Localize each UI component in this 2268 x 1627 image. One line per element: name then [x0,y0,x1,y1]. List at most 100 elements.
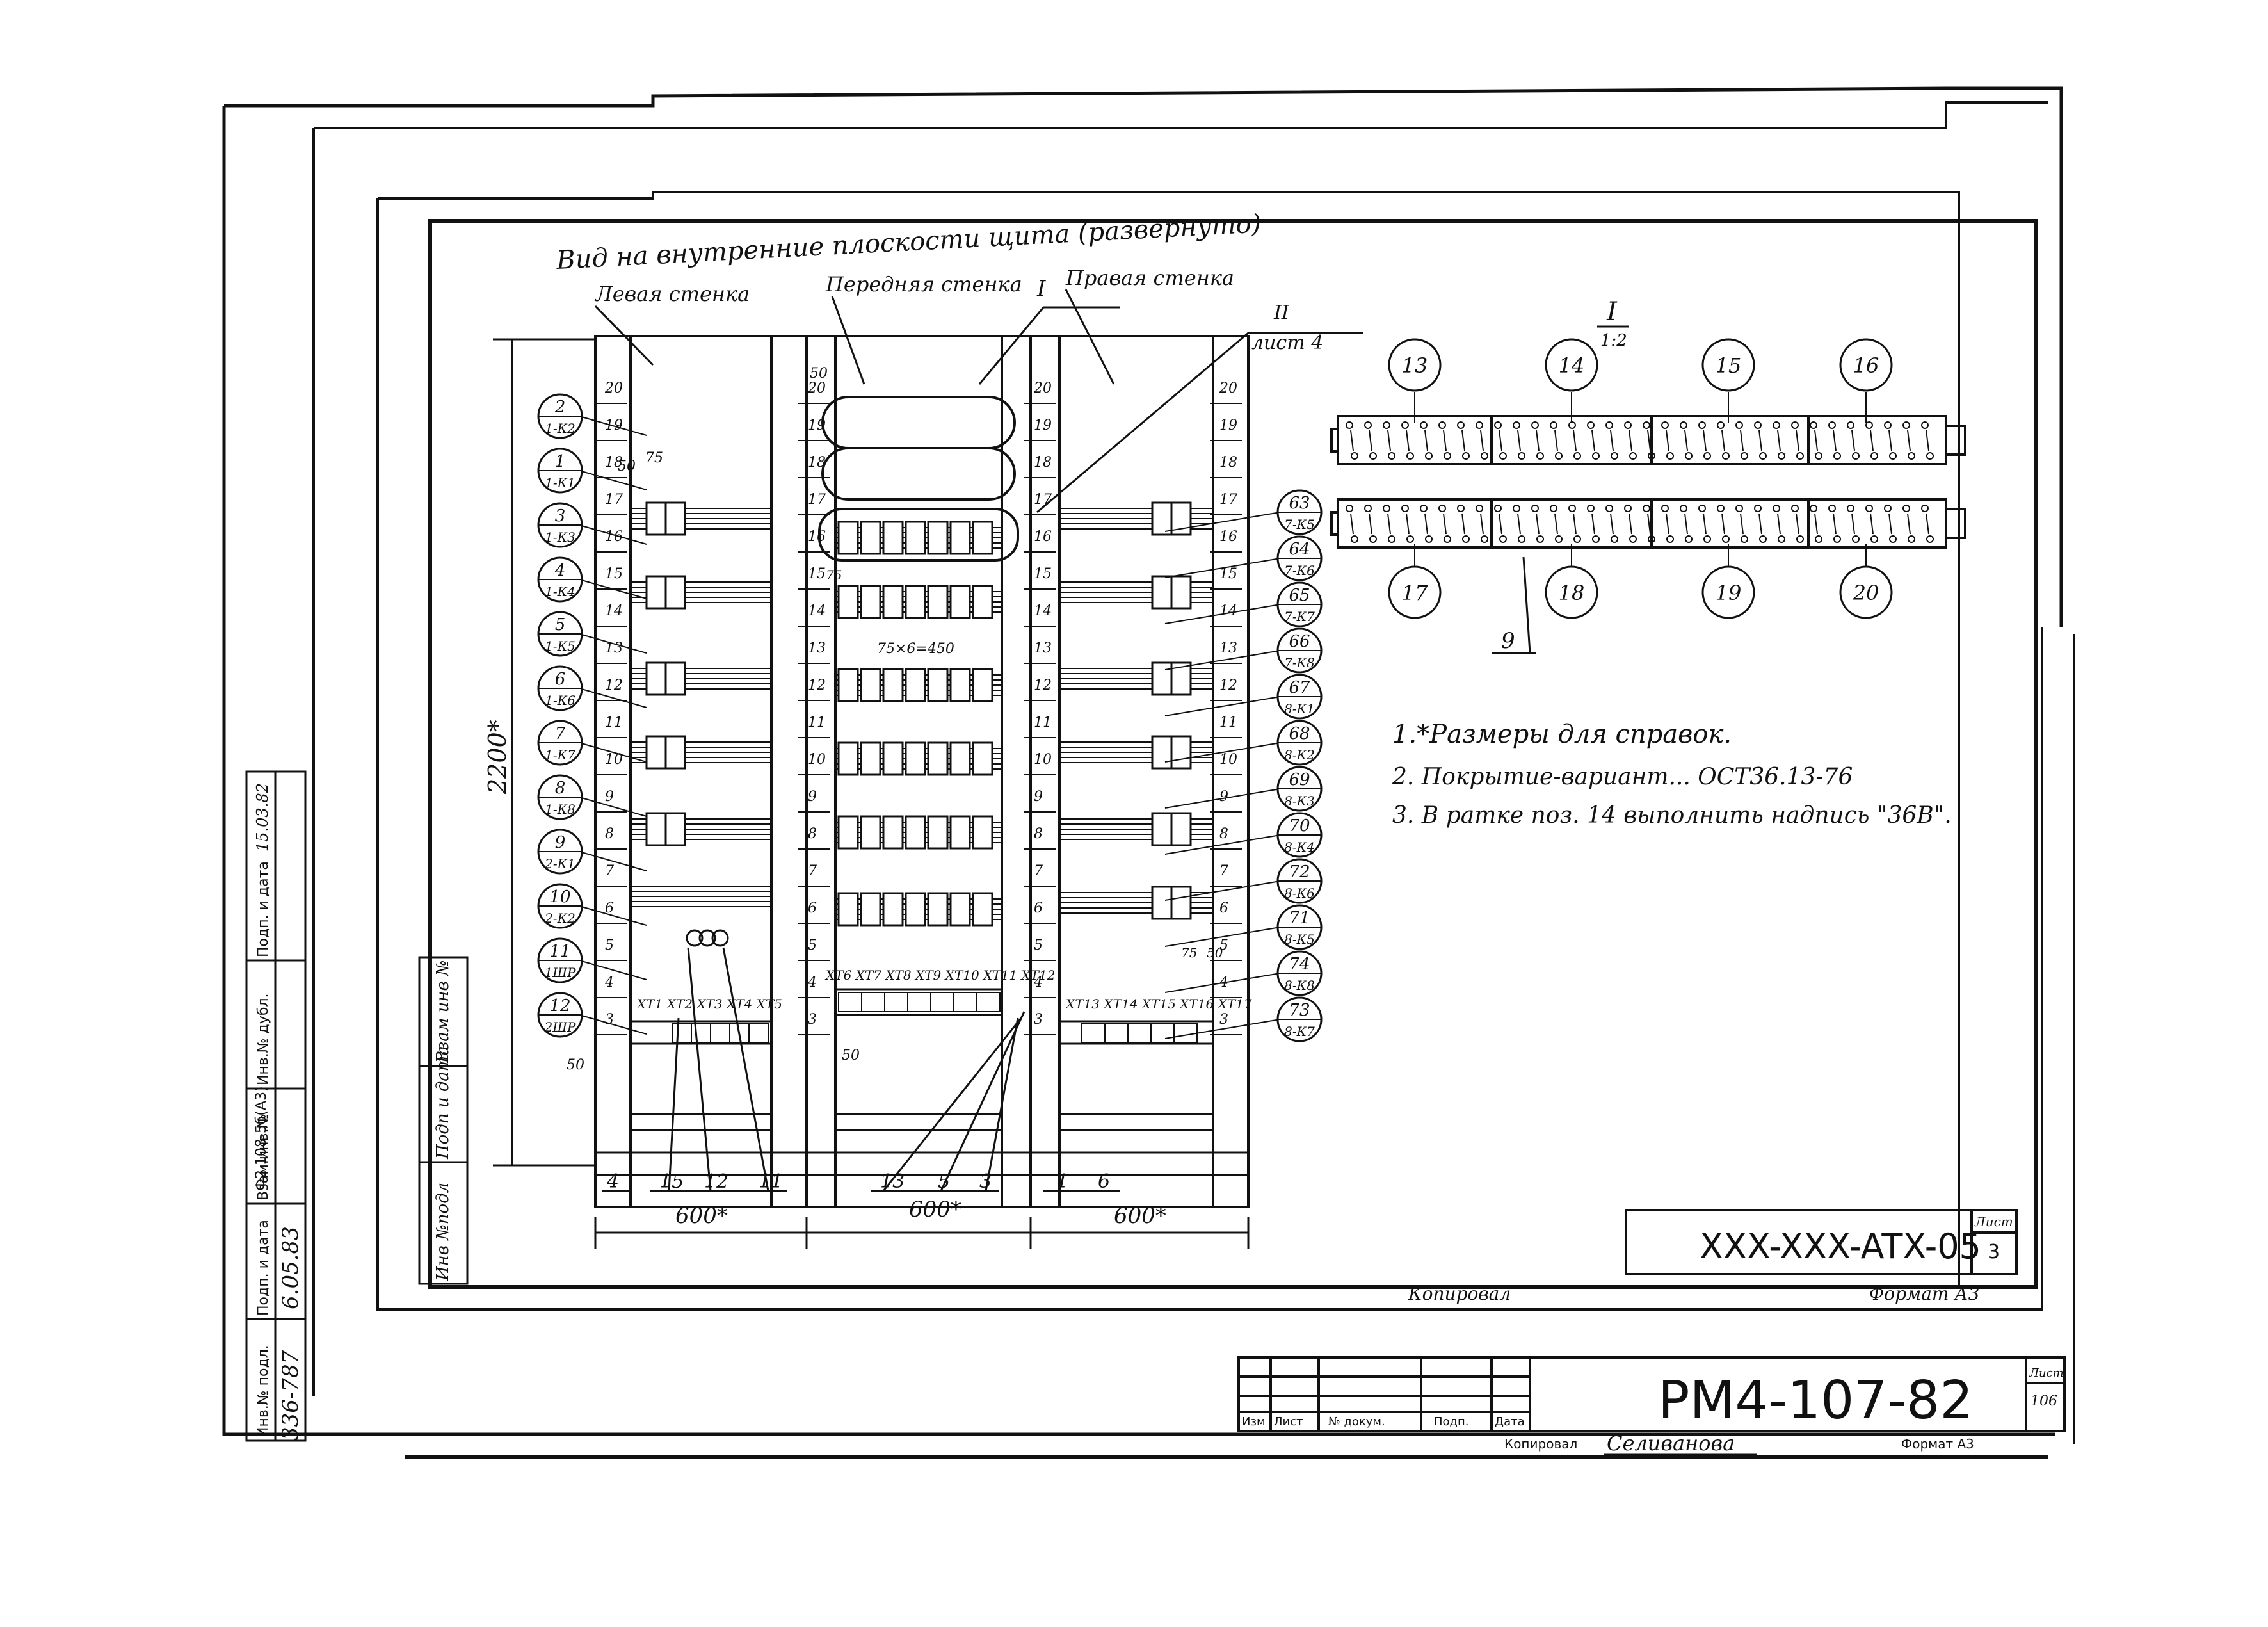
balloon-leader [1164,650,1281,670]
relay-box [645,661,667,696]
balloon-leader [1164,927,1281,947]
row-number: 12 [808,677,826,693]
terminal-mark [1499,430,1502,451]
relay-box [927,668,949,702]
terminal-mark [1647,430,1651,451]
note-1: 1.*Размеры для справок. [1392,720,1732,749]
terminal-mark [1480,513,1484,535]
terminal-block [1104,1023,1129,1043]
relay-box [949,585,971,619]
inner-stamp-code: XXX-XXX-ATX-05 [1700,1226,1981,1267]
terminal-mark [1851,430,1855,451]
terminal-screw [1791,505,1799,512]
terminal-screw [1703,452,1711,460]
row-number: 13 [1219,640,1237,656]
row-number: 9 [605,789,614,805]
terminal-screw [1364,421,1372,429]
terminal-screw [1833,452,1841,460]
terminal-mark [1907,430,1911,451]
row-number: 16 [1034,529,1052,545]
terminal-screw [1865,421,1873,429]
terminal-screw [1605,505,1613,512]
row-number: 18 [1219,455,1237,471]
balloon-number: 68 [1289,724,1310,743]
terminal-screw [1401,505,1409,512]
terminal-block [1127,1023,1152,1043]
terminal-block [691,1023,711,1043]
relay-box [860,585,881,619]
relay-box [949,668,971,702]
balloon-number: 7 [555,724,566,743]
terminal-screw [1406,452,1414,460]
terminal-mark [1814,513,1818,535]
detail-circle-bottom [1388,565,1442,619]
relays-left [631,501,771,1043]
balloon-code: 8-К4 [1284,839,1315,855]
terminal-mark [1517,513,1521,535]
terminal-block [953,992,977,1012]
frames [222,86,2075,1459]
pos-3: 3 [979,1170,992,1193]
row-number: 19 [1034,417,1052,433]
row-number: 7 [1034,863,1043,879]
row-number: 13 [605,640,623,656]
relay-box [1151,886,1173,920]
terminal-mark [1833,430,1837,451]
terminal-screw [1778,535,1785,543]
dim-50-bf: 50 [842,1048,860,1064]
row-number: 6 [1034,900,1043,916]
inner-stamp-format: Формат А3 [1869,1283,1979,1304]
sheet-ref-label: лист 4 [1251,332,1323,354]
relay-box [949,741,971,776]
relay-box [972,815,993,850]
inner-side-cell-1: Инв №подл [433,1183,453,1281]
terminal-mark [1629,513,1632,535]
terminal-screw [1828,505,1836,512]
terminal-screw [1457,505,1465,512]
terminal-screw [1735,505,1743,512]
terminal-screw [1698,505,1706,512]
row-number: 11 [808,715,826,731]
row-number: 5 [808,937,817,953]
width-dim-left: 600* [675,1203,728,1229]
balloon-number: 6 [555,670,566,689]
terminal-screw [1661,505,1669,512]
terminal-screw [1536,452,1544,460]
outer-side-value-2: 6.05.83 [278,1226,303,1309]
relay-box [837,668,859,702]
terminal-screw [1351,452,1358,460]
terminal-mark [1461,430,1465,451]
terminal-screw [1685,535,1693,543]
row-number: 8 [605,826,614,842]
terminal-mark [1517,430,1521,451]
terminal-mark [1647,513,1651,535]
balloon-number: 72 [1289,862,1310,882]
pos-6: 6 [1098,1170,1110,1193]
terminal-screw [1908,452,1915,460]
terminal-screw [1828,421,1836,429]
terminal-mark [1721,430,1725,451]
balloon-code: 1-К3 [545,530,575,545]
relay-box [972,521,993,555]
row-number: 7 [605,863,614,879]
panel-right [1029,335,1250,1208]
detail-circle-number: 20 [1853,581,1879,605]
terminal-label-left: XT1 XT2 XT3 XT4 XT5 [636,996,782,1012]
terminal-screw [1573,452,1581,460]
relay-box [949,815,971,850]
balloon-code: 8-К6 [1284,886,1315,901]
terminal-mark [1424,513,1428,535]
inner-stamp-sheet: 3 [1988,1241,2000,1263]
terminal-mark [1424,430,1428,451]
balloon-code: 8-К3 [1284,793,1315,809]
terminal-screw [1536,535,1544,543]
socket-circle [711,929,729,947]
relay-box [972,741,993,776]
relay-box [927,892,949,927]
right-balloons: 637-К5647-К6657-К7667-К8678-К1688-К2698-… [1164,489,1323,1042]
terminal-screw [1759,535,1767,543]
terminal-mark [1387,430,1391,451]
row-number: 10 [808,752,826,768]
relay-box [905,815,926,850]
